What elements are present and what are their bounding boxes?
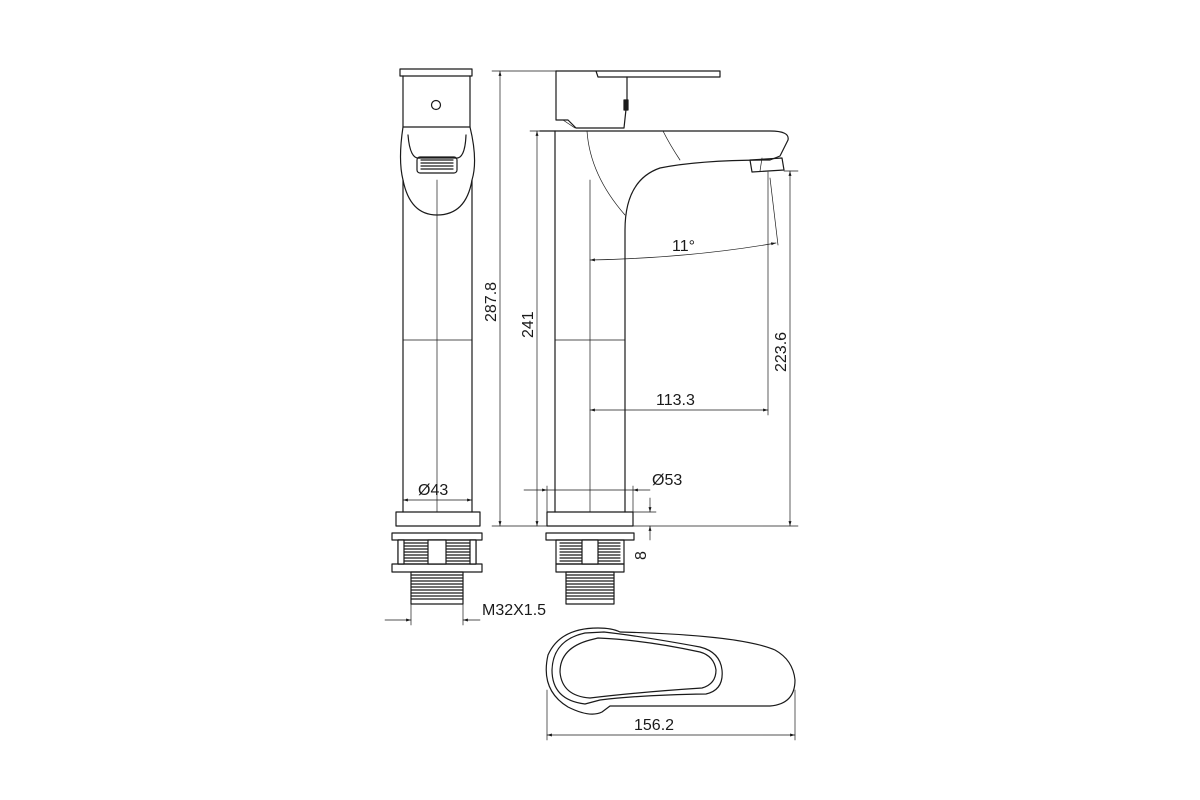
label-side-diameter: Ø43 [418,482,448,499]
dimension-total-height: 287.8 [483,70,557,527]
dimension-spout-height: 223.6 [632,170,799,527]
side-lever-plate [399,68,473,77]
dimension-body-height: 241 [520,130,556,527]
dimension-spout-reach: 113.3 [589,392,769,412]
label-spout-reach: 113.3 [656,392,695,409]
side-screw-icon [430,99,442,111]
side-base-washer [395,511,481,527]
front-handle-block [555,70,628,129]
front-view: 287.8 241 223.6 11° 113.3 [483,70,799,605]
label-spout-height: 223.6 [773,332,790,372]
label-spout-angle: 11° [672,238,695,255]
front-mounting-assembly [545,532,635,605]
dimension-spout-angle: 11° [589,171,779,416]
label-total-height: 287.8 [483,282,500,322]
side-view: Ø43 M32X1.5 [384,68,546,626]
aerator-icon [416,156,458,174]
side-mounting-assembly [391,532,483,605]
handle-lever-outline [551,631,723,705]
handle-lever-inner [559,637,717,699]
dimension-base-diameter: Ø53 [523,472,682,513]
label-handle-length: 156.2 [634,717,674,734]
label-base-diameter: Ø53 [652,472,682,489]
side-spout-neck [399,126,476,216]
side-handle-block [402,75,471,128]
label-body-height: 241 [520,311,537,338]
label-thread: M32X1.5 [482,602,546,619]
handle-outer-outline [545,627,796,715]
dimension-side-diameter: Ø43 [402,482,473,502]
front-lever-plate [555,70,721,78]
top-view-handle: 156.2 [545,627,796,741]
side-body-column [402,179,473,513]
label-base-thickness: 8 [633,551,650,560]
front-base-washer [546,511,634,527]
side-aerator-housing [407,134,467,159]
front-spout [539,130,789,513]
dimension-handle-length: 156.2 [546,689,796,741]
dimension-thread: M32X1.5 [384,602,546,626]
front-aerator-nozzle [749,157,785,173]
dimension-base-thickness: 8 [632,497,657,560]
